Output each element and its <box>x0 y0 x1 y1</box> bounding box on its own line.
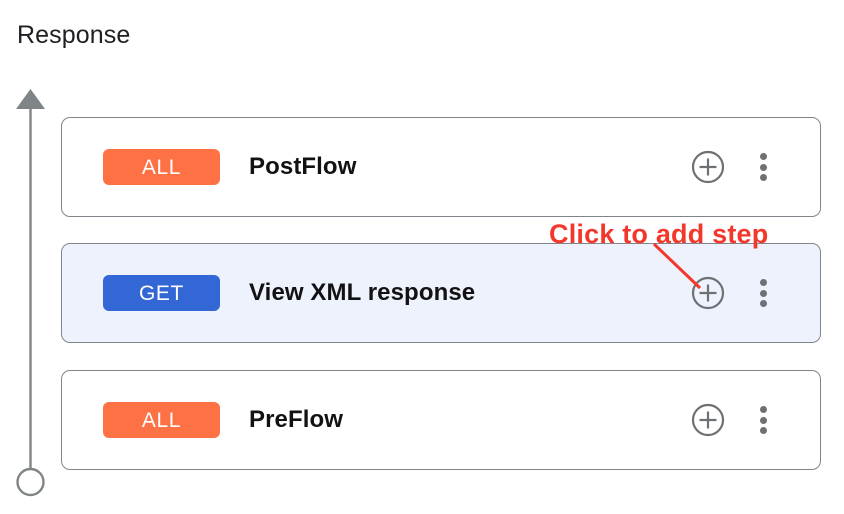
add-step-icon[interactable] <box>691 403 725 437</box>
menu-dot <box>759 289 767 297</box>
add-step-icon[interactable] <box>691 276 725 310</box>
menu-dot <box>759 416 767 424</box>
flow-direction-rail <box>14 88 50 500</box>
more-options-icon[interactable] <box>753 276 773 310</box>
step-name: PostFlow <box>249 153 357 180</box>
menu-dot <box>759 406 767 413</box>
menu-dot <box>759 153 767 160</box>
menu-dot <box>759 300 767 307</box>
menu-dot <box>759 174 767 181</box>
menu-dot <box>759 279 767 286</box>
step-name: View XML response <box>249 279 476 306</box>
add-step-icon[interactable] <box>691 150 725 184</box>
more-options-icon[interactable] <box>753 403 773 437</box>
annotation-label: Click to add step <box>549 219 769 249</box>
flow-step-row-selected[interactable]: GET View XML response <box>61 243 821 343</box>
flow-step-row[interactable]: ALL PreFlow <box>61 370 821 470</box>
menu-dot <box>759 427 767 434</box>
method-badge: ALL <box>103 149 220 185</box>
page-title: Response <box>17 21 131 49</box>
flow-step-list: ALL PostFlow GET View XML response <box>61 117 823 477</box>
method-badge: GET <box>103 275 220 311</box>
step-name: PreFlow <box>249 406 344 433</box>
more-options-icon[interactable] <box>753 150 773 184</box>
menu-dot <box>759 163 767 171</box>
flow-step-row[interactable]: ALL PostFlow <box>61 117 821 217</box>
method-badge: ALL <box>103 402 220 438</box>
